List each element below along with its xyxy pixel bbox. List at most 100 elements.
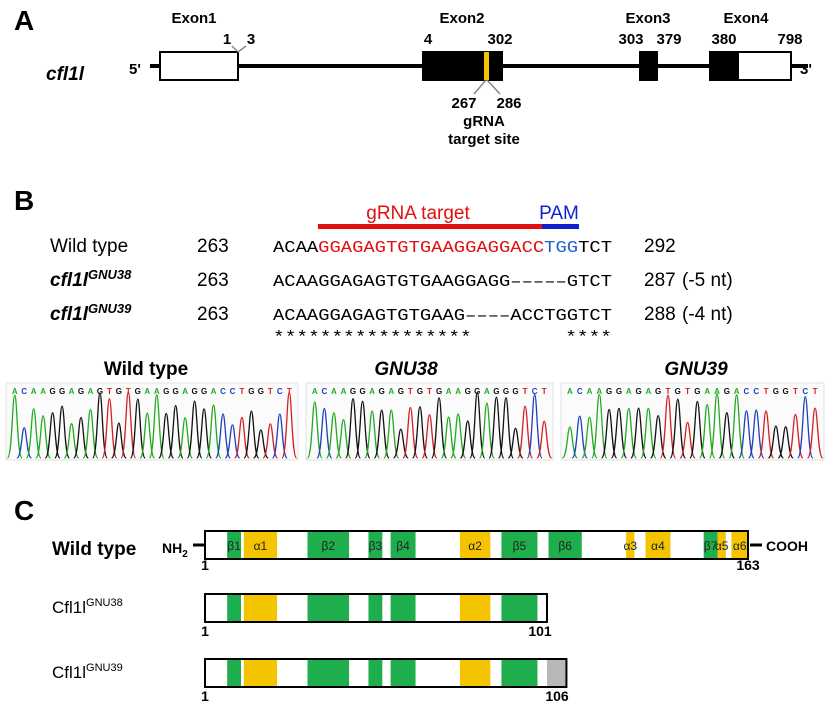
trace-peak [243, 410, 260, 459]
base-call: T [523, 387, 528, 396]
trace-peak [488, 396, 505, 459]
trace-peak [497, 396, 514, 459]
exon3-box [639, 51, 658, 81]
domain-sheet [390, 659, 416, 687]
base-call: G [398, 387, 404, 396]
domain-sheet [390, 594, 416, 622]
base-call: G [635, 387, 641, 396]
domain-sheet [368, 659, 383, 687]
trace-peak [806, 407, 824, 459]
grna-pos-267-tick [473, 79, 487, 95]
base-call: T [287, 387, 292, 396]
pos-3-tick [237, 45, 247, 53]
trace-peak [364, 410, 381, 459]
trace-peak [262, 423, 279, 459]
base-call: T [126, 387, 131, 396]
domain-sheet [227, 659, 242, 687]
trace-peak [101, 398, 118, 459]
gnu39-end-label: 106 [545, 688, 569, 704]
gnu39-protein-bar [204, 658, 568, 688]
pam-bar [542, 224, 579, 229]
base-call: G [606, 387, 612, 396]
base-call: T [107, 387, 112, 396]
panel-c-letter: C [14, 495, 34, 526]
trace-peak [54, 405, 70, 459]
base-call: G [724, 387, 730, 396]
exon1-box [159, 51, 239, 81]
trace-peak [402, 406, 419, 459]
domain-helix [717, 531, 726, 559]
trace-peak [129, 398, 146, 459]
grna-label-line2: target site [448, 131, 520, 148]
trace-peak [354, 400, 371, 459]
chromatogram-title-wt: Wild type [104, 359, 188, 380]
protein-outline [204, 530, 749, 560]
trace-peak [517, 405, 534, 459]
base-call: G [616, 387, 622, 396]
chromatogram-title-gnu39: GNU39 [664, 359, 728, 380]
trace-peak [630, 407, 647, 459]
trace-peak [158, 412, 175, 459]
row-start: 263 [197, 270, 229, 291]
row-note: (-4 nt) [682, 304, 733, 325]
base-call: T [764, 387, 769, 396]
pos-4: 4 [424, 31, 433, 48]
pos-303: 303 [618, 31, 643, 48]
domain-sheet [368, 531, 383, 559]
base-call: G [97, 387, 103, 396]
trace-peak [6, 394, 23, 459]
domain-sheet [501, 531, 538, 559]
base-call: A [704, 387, 710, 396]
grna-label-line1: gRNA [463, 113, 505, 130]
base-call: C [744, 387, 750, 396]
trace-peak [699, 404, 716, 459]
domain-label: α2 [468, 539, 482, 553]
exon3-label: Exon3 [625, 10, 670, 27]
three-prime-label: 3' [800, 61, 812, 78]
base-call: A [12, 387, 18, 396]
base-call: A [734, 387, 740, 396]
base-call: C [277, 387, 283, 396]
base-call: A [587, 387, 593, 396]
trace-peak [120, 391, 137, 459]
exon4-label: Exon4 [723, 10, 769, 27]
gnu38-protein-label: Cfl1lGNU38 [52, 597, 123, 617]
trace-peak [82, 408, 99, 459]
trace-peak [797, 395, 814, 459]
domain-helix [243, 531, 278, 559]
base-call: G [248, 387, 254, 396]
trace-peak [25, 408, 42, 459]
base-call: A [31, 387, 37, 396]
grna-pos-286-tick [486, 79, 501, 95]
domain-label: β2 [321, 539, 335, 553]
base-call: A [144, 387, 150, 396]
domain-sheet [548, 531, 582, 559]
pos-380: 380 [711, 31, 736, 48]
domain-sheet [501, 594, 538, 622]
base-call: G [59, 387, 65, 396]
base-call: A [369, 387, 375, 396]
trace-peak [620, 407, 637, 459]
base-call: A [484, 387, 490, 396]
domain-label: α3 [623, 539, 637, 553]
gnu39-protein-label: Cfl1lGNU39 [52, 662, 123, 682]
domain-label: α6 [733, 539, 747, 553]
base-call: T [542, 387, 547, 396]
base-call: C [21, 387, 27, 396]
gnu38-start-label: 1 [201, 623, 209, 639]
trace-peak [196, 408, 212, 459]
row-end: 288 [644, 304, 676, 325]
trace-peak [281, 391, 298, 459]
base-call: C [802, 387, 808, 396]
cooh-label: COOH [766, 538, 808, 554]
trace-peak [139, 412, 156, 459]
base-call: C [577, 387, 583, 396]
trace-peak [205, 404, 222, 459]
grna-pos-267: 267 [451, 95, 476, 112]
base-call: T [239, 387, 244, 396]
row-sequence: ACAAGGAGAGTGTGAAG––––ACCTGGTCT [273, 307, 612, 326]
